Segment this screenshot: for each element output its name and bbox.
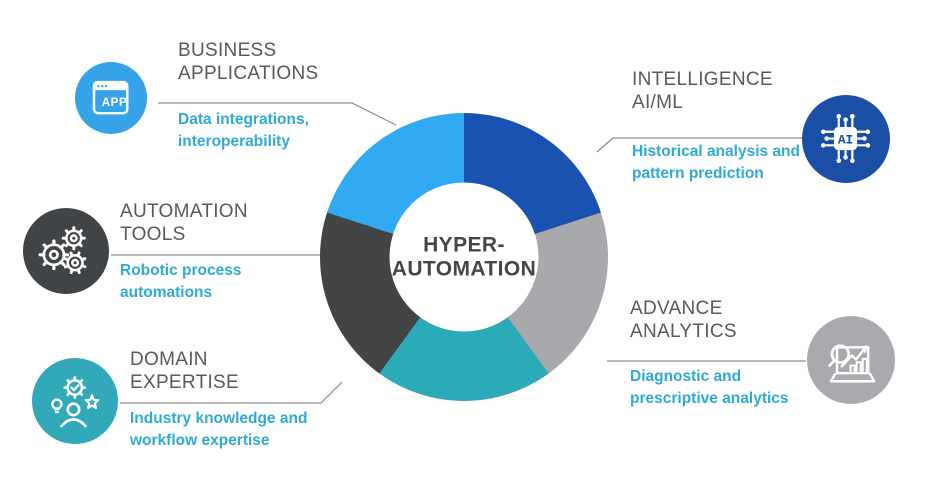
- person-expertise-icon: [51, 376, 100, 428]
- automation-tools-subtitle: Robotic process automations: [120, 262, 242, 301]
- business-applications-subtitle: Data integrations, interoperability: [178, 111, 309, 150]
- business-applications-title: BUSINESS APPLICATIONS: [178, 40, 319, 84]
- center-label: HYPER- AUTOMATION: [391, 233, 537, 280]
- gears-icon: [38, 226, 87, 275]
- icon-circle-advance-analytics: [807, 316, 895, 404]
- icon-circle-domain-expertise: [32, 358, 118, 444]
- advance-analytics-title: ADVANCE ANALYTICS: [630, 298, 737, 342]
- ai-chip-icon: AI: [821, 114, 871, 164]
- icon-circle-business-applications: APP: [75, 62, 147, 134]
- svg-text:APP: APP: [102, 96, 128, 109]
- icon-circle-intelligence-ai-ml: AI: [802, 95, 890, 183]
- intelligence-ai-ml-title: INTELLIGENCE AI/ML: [632, 69, 773, 113]
- analytics-chart-icon: [828, 344, 876, 383]
- domain-expertise-title: DOMAIN EXPERTISE: [130, 349, 239, 393]
- svg-text:AI: AI: [838, 133, 853, 148]
- advance-analytics-subtitle: Diagnostic and prescriptive analytics: [630, 368, 789, 407]
- intelligence-ai-ml-subtitle: Historical analysis and pattern predicti…: [632, 143, 800, 182]
- automation-tools-title: AUTOMATION TOOLS: [120, 201, 248, 245]
- app-window-icon: APP: [93, 81, 129, 115]
- donut-chart: HYPER- AUTOMATION: [320, 113, 608, 401]
- domain-expertise-subtitle: Industry knowledge and workflow expertis…: [130, 410, 308, 449]
- icon-circle-automation-tools: [23, 208, 109, 294]
- donut-center: HYPER- AUTOMATION: [389, 182, 539, 332]
